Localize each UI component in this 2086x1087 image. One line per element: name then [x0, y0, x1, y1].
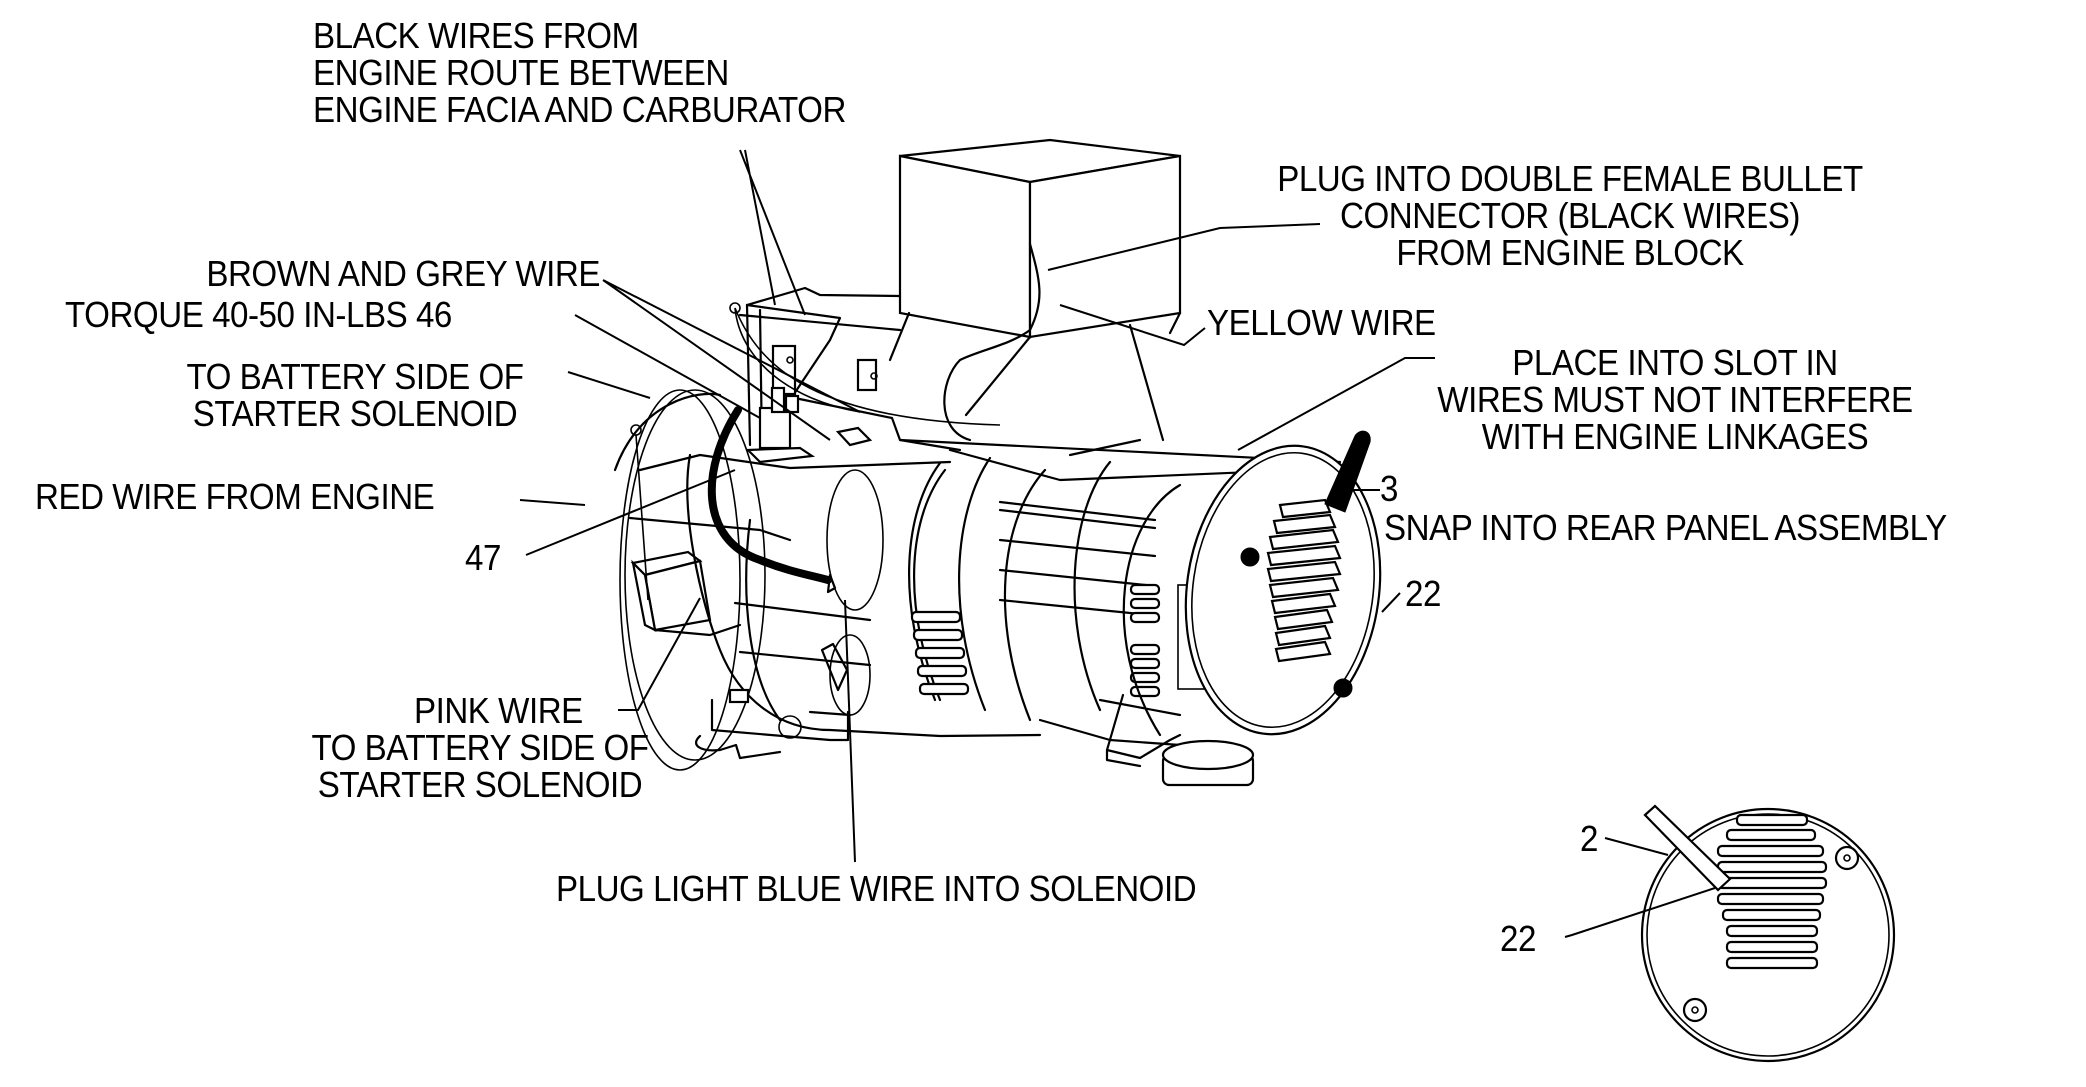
callout-snap-rear-panel: SNAP INTO REAR PANEL ASSEMBLY — [1384, 509, 1947, 546]
callout-line: PLUG INTO DOUBLE FEMALE BULLET — [1277, 158, 1863, 199]
callout-line: YELLOW WIRE — [1207, 302, 1436, 343]
retainer-part-3 — [1324, 430, 1371, 513]
callout-line: TO BATTERY SIDE OF — [311, 727, 649, 768]
callout-line: STARTER SOLENOID — [317, 764, 643, 805]
callout-line: ENGINE ROUTE BETWEEN — [313, 52, 729, 93]
screw-icon — [1240, 547, 1260, 567]
detail-callout-part-2: 2 — [1580, 820, 1598, 857]
callout-light-blue-wire: PLUG LIGHT BLUE WIRE INTO SOLENOID — [556, 868, 1197, 909]
screw-icon — [1333, 678, 1353, 698]
side-vents — [910, 583, 1161, 698]
callout-black-wires: BLACK WIRES FROM ENGINE ROUTE BETWEEN EN… — [313, 17, 846, 128]
leader-lines — [519, 149, 1435, 863]
callout-battery-side-top: TO BATTERY SIDE OF STARTER SOLENOID — [157, 358, 553, 432]
callout-line: ENGINE FACIA AND CARBURATOR — [313, 89, 846, 130]
callout-line: TORQUE 40-50 IN-LBS 46 — [65, 294, 452, 335]
callout-line: 47 — [465, 537, 501, 578]
rear-louvers — [1266, 498, 1342, 663]
detail-view — [1564, 804, 1896, 1063]
callout-torque: TORQUE 40-50 IN-LBS 46 — [65, 296, 452, 333]
callout-line: 2 — [1580, 818, 1598, 859]
callout-line: 3 — [1380, 468, 1398, 509]
callout-brown-grey-wire: BROWN AND GREY WIRE — [140, 255, 600, 292]
callout-line: BLACK WIRES FROM — [313, 15, 639, 56]
detail-retainer — [1643, 804, 1732, 892]
callout-line: WITH ENGINE LINKAGES — [1481, 416, 1869, 457]
detail-callout-part-22: 22 — [1500, 920, 1536, 957]
callout-part-3: 3 — [1380, 470, 1398, 507]
callout-line: SNAP INTO REAR PANEL ASSEMBLY — [1384, 507, 1947, 548]
callout-line: WIRES MUST NOT INTERFERE — [1437, 379, 1913, 420]
callout-yellow-wire: YELLOW WIRE — [1207, 304, 1436, 341]
alternator — [908, 430, 1382, 787]
callout-place-into-slot: PLACE INTO SLOT IN WIRES MUST NOT INTERF… — [1404, 344, 1947, 455]
callout-line: PLACE INTO SLOT IN — [1512, 342, 1838, 383]
callout-line: RED WIRE FROM ENGINE — [35, 476, 435, 517]
callout-line: 22 — [1500, 918, 1536, 959]
callout-line: PLUG LIGHT BLUE WIRE INTO SOLENOID — [556, 868, 1197, 909]
screw-icon — [1682, 997, 1708, 1023]
callout-line: PINK WIRE — [413, 690, 583, 731]
callout-line: STARTER SOLENOID — [192, 393, 518, 434]
callout-pink-wire: PINK WIRE TO BATTERY SIDE OF STARTER SOL… — [287, 692, 673, 803]
screw-icon — [1834, 845, 1860, 871]
engine-block — [613, 302, 1042, 771]
callout-line: BROWN AND GREY WIRE — [206, 253, 600, 294]
detail-louvers — [1716, 813, 1828, 970]
callout-plug-double-female: PLUG INTO DOUBLE FEMALE BULLET CONNECTOR… — [1239, 160, 1901, 271]
callout-part-47: 47 — [465, 539, 501, 576]
callout-part-22: 22 — [1405, 575, 1441, 612]
callout-line: TO BATTERY SIDE OF — [186, 356, 524, 397]
callout-line: FROM ENGINE BLOCK — [1396, 232, 1744, 273]
callout-red-wire: RED WIRE FROM ENGINE — [35, 476, 435, 517]
callout-line: 22 — [1405, 573, 1441, 614]
air-box — [888, 138, 1182, 457]
callout-line: CONNECTOR (BLACK WIRES) — [1340, 195, 1800, 236]
